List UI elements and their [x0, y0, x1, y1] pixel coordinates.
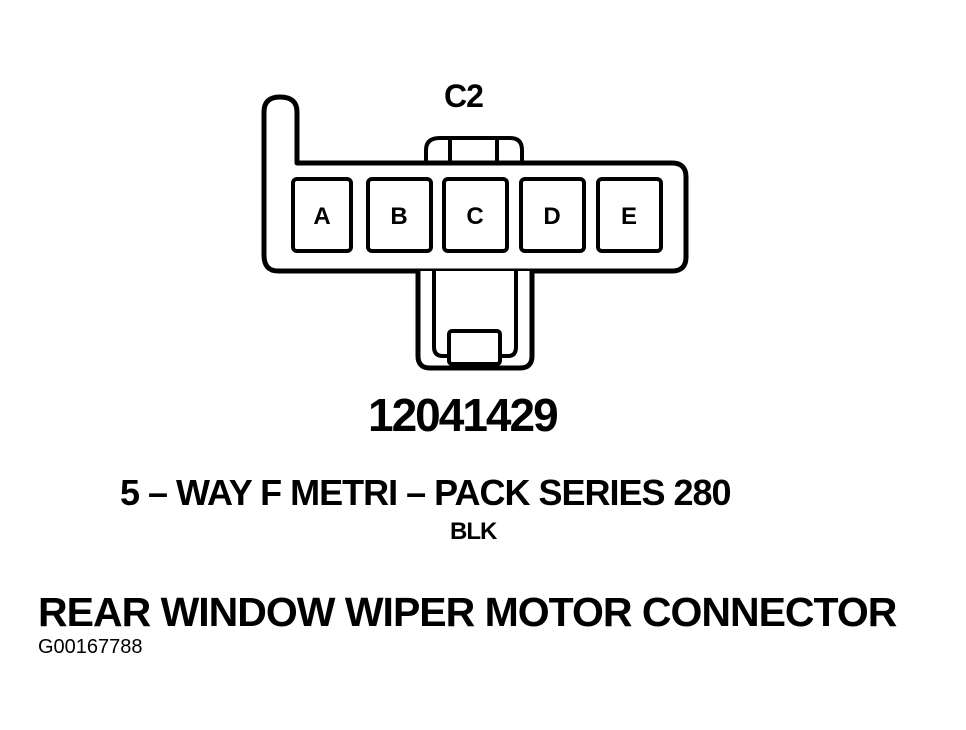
figure-id: G00167788 — [38, 636, 143, 658]
connector-id-label: C2 — [444, 78, 484, 114]
pin-label-c: C — [466, 203, 483, 230]
pin-cavity-b: B — [366, 177, 433, 253]
pin-cavity-a: A — [291, 177, 353, 253]
pin-label-b: B — [390, 203, 407, 230]
pin-cavity-frame — [519, 177, 586, 253]
top-latch — [424, 136, 524, 163]
connector-color: BLK — [450, 518, 497, 545]
part-number: 12041429 — [368, 389, 559, 441]
pin-cavity-frame — [596, 177, 663, 253]
pin-label-a: A — [313, 203, 330, 230]
bottom-lock-tab-catch — [447, 329, 502, 366]
pin-cavity-d: D — [519, 177, 586, 253]
pin-label-d: D — [543, 203, 560, 230]
pin-cavity-e: E — [596, 177, 663, 253]
pin-cavity-c: C — [442, 177, 509, 253]
pin-cavity-frame — [366, 177, 433, 253]
pin-cavity-frame — [442, 177, 509, 253]
connector-type: 5 – WAY F METRI – PACK SERIES 280 — [120, 472, 732, 513]
pin-label-e: E — [621, 203, 637, 230]
pin-cavity-frame — [291, 177, 353, 253]
bottom-lock-tab-outer — [415, 271, 535, 371]
connector-title: REAR WINDOW WIPER MOTOR CONNECTOR — [38, 589, 897, 635]
